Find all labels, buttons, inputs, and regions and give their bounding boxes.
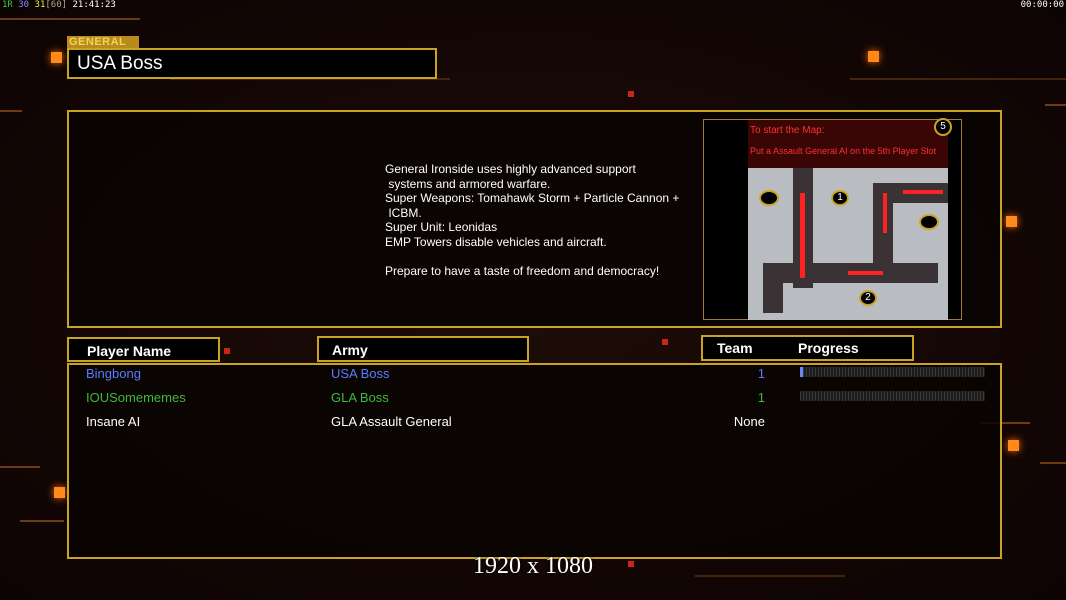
general-description: General Ironside uses highly advanced su… xyxy=(385,162,680,278)
map-preview: To start the Map:Put a Assault General A… xyxy=(703,118,962,320)
player-name: Insane AI xyxy=(86,414,141,429)
general-name-box: USA Boss xyxy=(67,48,437,79)
map-slot-5: 5 xyxy=(934,118,952,136)
fps-stat: 31 xyxy=(34,0,46,10)
player-army[interactable]: GLA Boss xyxy=(331,390,389,405)
game-timer: 00:00:00 xyxy=(1020,0,1064,10)
map-slot-2: 2 xyxy=(859,290,877,306)
player-team[interactable]: 1 xyxy=(757,390,765,405)
player-team[interactable]: None xyxy=(733,414,765,429)
general-name: USA Boss xyxy=(77,53,163,74)
team-header: Team xyxy=(717,340,753,356)
progress-header: Progress xyxy=(798,340,859,356)
map-start-empty xyxy=(919,214,939,230)
progress-bar xyxy=(800,391,985,401)
perf-stats: 1R 30 31[60] 21:41:23 xyxy=(2,0,116,10)
player-army[interactable]: GLA Assault General xyxy=(331,414,452,429)
player-army[interactable]: USA Boss xyxy=(331,366,390,381)
map-instructions: To start the Map:Put a Assault General A… xyxy=(748,120,948,168)
fps-cap: [60] xyxy=(45,0,68,10)
player-team[interactable]: 1 xyxy=(757,366,765,381)
general-label: GENERAL xyxy=(67,36,139,48)
resolution-label: 1920 x 1080 xyxy=(473,553,593,579)
map-slot-1: 1 xyxy=(831,190,849,206)
player-name-header: Player Name xyxy=(67,337,220,362)
map-terrain xyxy=(748,168,948,320)
progress-bar xyxy=(800,367,985,377)
army-header: Army xyxy=(317,336,529,362)
team-progress-header: Team Progress xyxy=(701,335,914,361)
fps-stat: 30 xyxy=(18,0,30,10)
clock: 21:41:23 xyxy=(72,0,116,10)
map-start-empty xyxy=(759,190,779,206)
player-name: IOUSomememes xyxy=(86,390,186,405)
fps-stat: 1R xyxy=(2,0,13,10)
player-name: Bingbong xyxy=(86,366,141,381)
